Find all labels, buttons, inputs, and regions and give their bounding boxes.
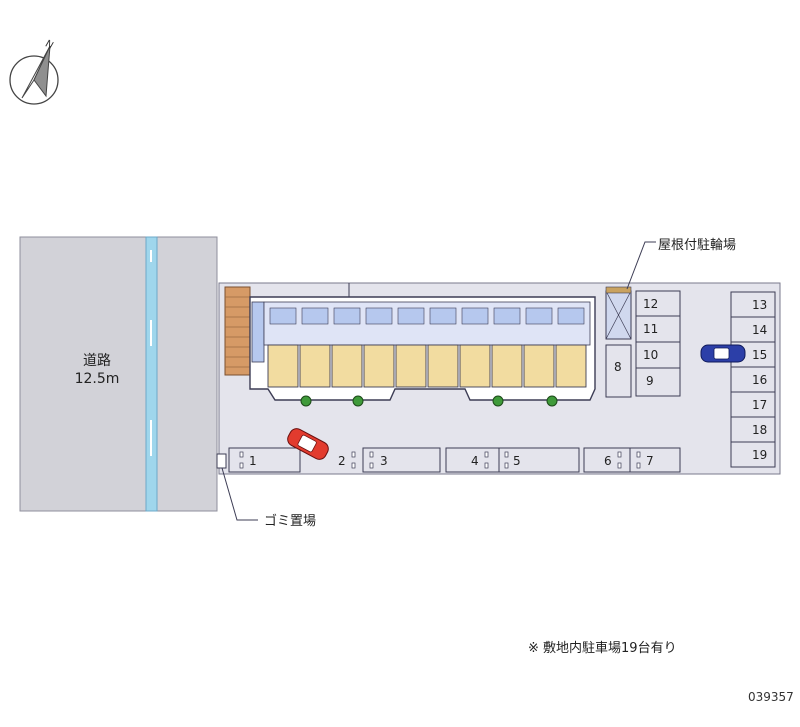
road-name-label: 道路 [83, 353, 111, 369]
road [19, 236, 218, 512]
trash-station [216, 453, 227, 469]
unit [267, 307, 299, 388]
red-car-icon [287, 428, 329, 460]
north-arrow-icon: N [9, 39, 59, 105]
road-width-label: 12.5m [74, 371, 120, 387]
tree-icon [492, 395, 504, 407]
unit [523, 307, 555, 388]
unit [299, 307, 331, 388]
parking-space-number: 2 [338, 454, 346, 468]
tree-icon [300, 395, 312, 407]
parking-stalls [228, 290, 776, 473]
unit [331, 307, 363, 388]
parking-note: ※ 敷地内駐車場19台有り [528, 641, 677, 656]
north-marker: N [43, 39, 55, 52]
parking-space-number: 6 [604, 454, 612, 468]
unit [395, 307, 427, 388]
bike-shelter [605, 286, 632, 340]
parking-space-number: 14 [752, 323, 767, 337]
parking-space-number: 9 [646, 374, 654, 388]
parking-space-number: 1 [249, 454, 257, 468]
unit [555, 307, 587, 388]
trash-label: ゴミ置場 [264, 514, 317, 529]
plan-id: 039357 [748, 690, 794, 704]
unit [491, 307, 523, 388]
parking-space-number: 17 [752, 398, 767, 412]
parking-space-number: 16 [752, 373, 767, 387]
apartment-building [249, 283, 596, 401]
parking-space-number: 12 [643, 297, 658, 311]
parking-space-number: 3 [380, 454, 388, 468]
tree-icon [352, 395, 364, 407]
parking-space-number: 11 [643, 322, 658, 336]
waterway [145, 236, 158, 512]
parking-space-number: 15 [752, 348, 767, 362]
unit [459, 307, 491, 388]
parking-space-number: 18 [752, 423, 767, 437]
parking-space-number: 8 [614, 360, 622, 374]
brick-wall [224, 286, 251, 376]
parking-space-number: 4 [471, 454, 479, 468]
unit [427, 307, 459, 388]
bike-parking-label: 屋根付駐輪場 [658, 238, 737, 253]
parking-space-number: 10 [643, 348, 658, 362]
parking-space-number: 13 [752, 298, 767, 312]
blue-car-icon [700, 344, 746, 363]
parking-space-number: 19 [752, 448, 767, 462]
tree-icon [546, 395, 558, 407]
parking-space-number: 7 [646, 454, 654, 468]
unit [363, 307, 395, 388]
parking-space-number: 5 [513, 454, 521, 468]
